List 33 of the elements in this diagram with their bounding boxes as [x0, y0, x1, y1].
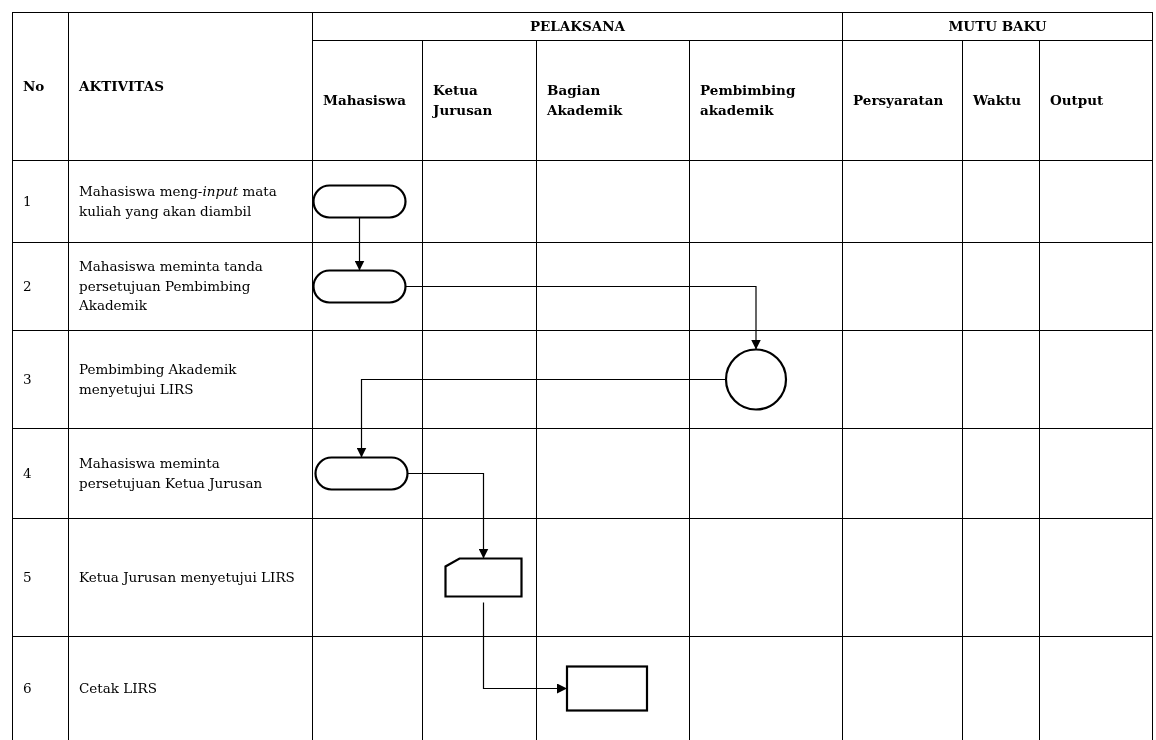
activity-text: Mahasiswa meminta persetujuan Ketua Jurusan	[68, 428, 313, 519]
terminator-shape	[312, 269, 407, 304]
row-number: 2	[12, 242, 69, 331]
column-header: Mahasiswa	[312, 40, 423, 161]
arrow	[482, 601, 568, 694]
row-number: 4	[12, 428, 69, 519]
column-header: Output	[1039, 40, 1153, 161]
column-header: Bagian Akademik	[536, 40, 690, 161]
column-header: Waktu	[962, 40, 1040, 161]
column-header: Persyaratan	[842, 40, 963, 161]
column-header: No	[12, 12, 69, 161]
activity-text: Pembimbing Akademik menyetujui LIRS	[68, 330, 313, 429]
activity-text: Ketua Jurusan menyetujui LIRS	[68, 518, 313, 637]
arrow	[406, 472, 489, 560]
terminator-shape	[314, 456, 409, 491]
arrow	[356, 378, 727, 459]
activity-text: Mahasiswa meng-input mata kuliah yang akan diambil	[68, 160, 313, 243]
row-number: 3	[12, 330, 69, 429]
process-box	[565, 665, 649, 712]
connector-circle	[724, 348, 788, 411]
arrow	[354, 216, 365, 272]
row-number: 1	[12, 160, 69, 243]
group-header: MUTU BAKU	[842, 12, 1153, 41]
card-shape	[444, 557, 523, 598]
group-header: PELAKSANA	[312, 12, 843, 41]
arrow	[404, 285, 761, 351]
row-number: 6	[12, 636, 69, 740]
row-number: 5	[12, 518, 69, 637]
activity-text: Mahasiswa meminta tanda persetujuan Pembimbing Akademik	[68, 242, 313, 331]
terminator-shape	[312, 184, 407, 219]
column-header: AKTIVITAS	[68, 12, 313, 161]
column-header: Ketua Jurusan	[422, 40, 537, 161]
column-header: Pembimbing akademik	[689, 40, 843, 161]
